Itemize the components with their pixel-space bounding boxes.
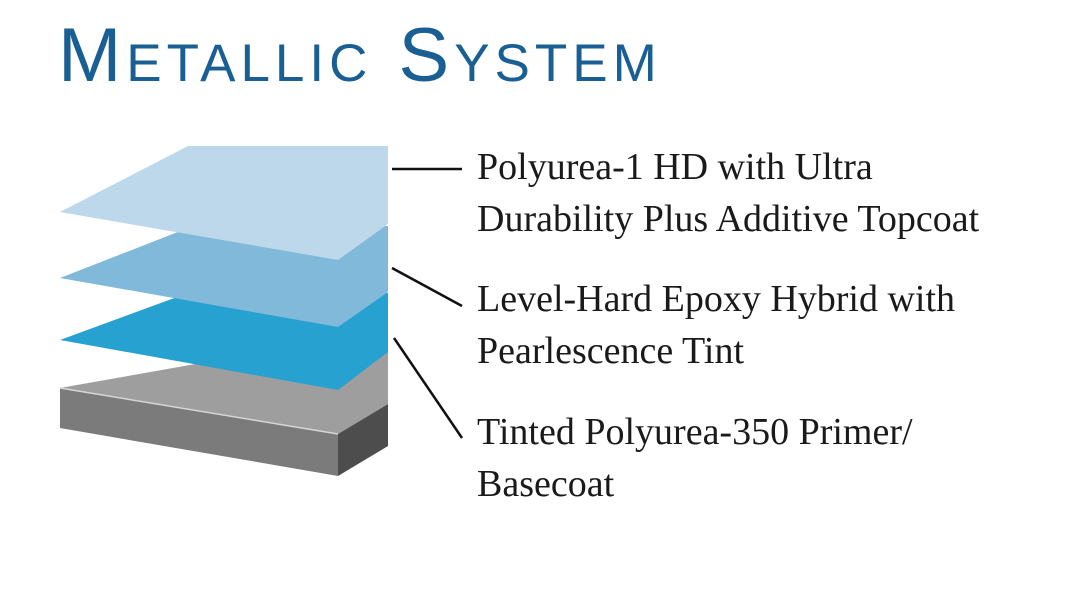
- epoxy-label-line-2: Pearlescence Tint: [477, 330, 745, 372]
- diagram-title: Metallic System: [58, 13, 662, 98]
- concrete-slab-edge-highlight: [59, 387, 339, 435]
- primer-label-line-2: Basecoat: [477, 463, 615, 505]
- topcoat-label-line-1: Polyurea-1 HD with Ultra: [477, 146, 873, 188]
- epoxy-label-line-1: Level-Hard Epoxy Hybrid with: [477, 278, 956, 320]
- primer-label-line-1: Tinted Polyurea-350 Primer/: [477, 411, 913, 453]
- topcoat-label-line-2: Durability Plus Additive Topcoat: [477, 198, 980, 240]
- epoxy-leader-line: [391, 266, 463, 308]
- concrete-slab-side: [338, 404, 388, 476]
- topcoat-layer: [60, 146, 388, 260]
- primer-label: Tinted Polyurea-350 Primer/ Basecoat: [477, 406, 913, 510]
- topcoat-label: Polyurea-1 HD with Ultra Durability Plus…: [477, 141, 979, 245]
- epoxy-label: Level-Hard Epoxy Hybrid with Pearlescenc…: [477, 273, 955, 377]
- concrete-slab-front: [60, 388, 338, 476]
- primer-leader-line: [392, 337, 464, 439]
